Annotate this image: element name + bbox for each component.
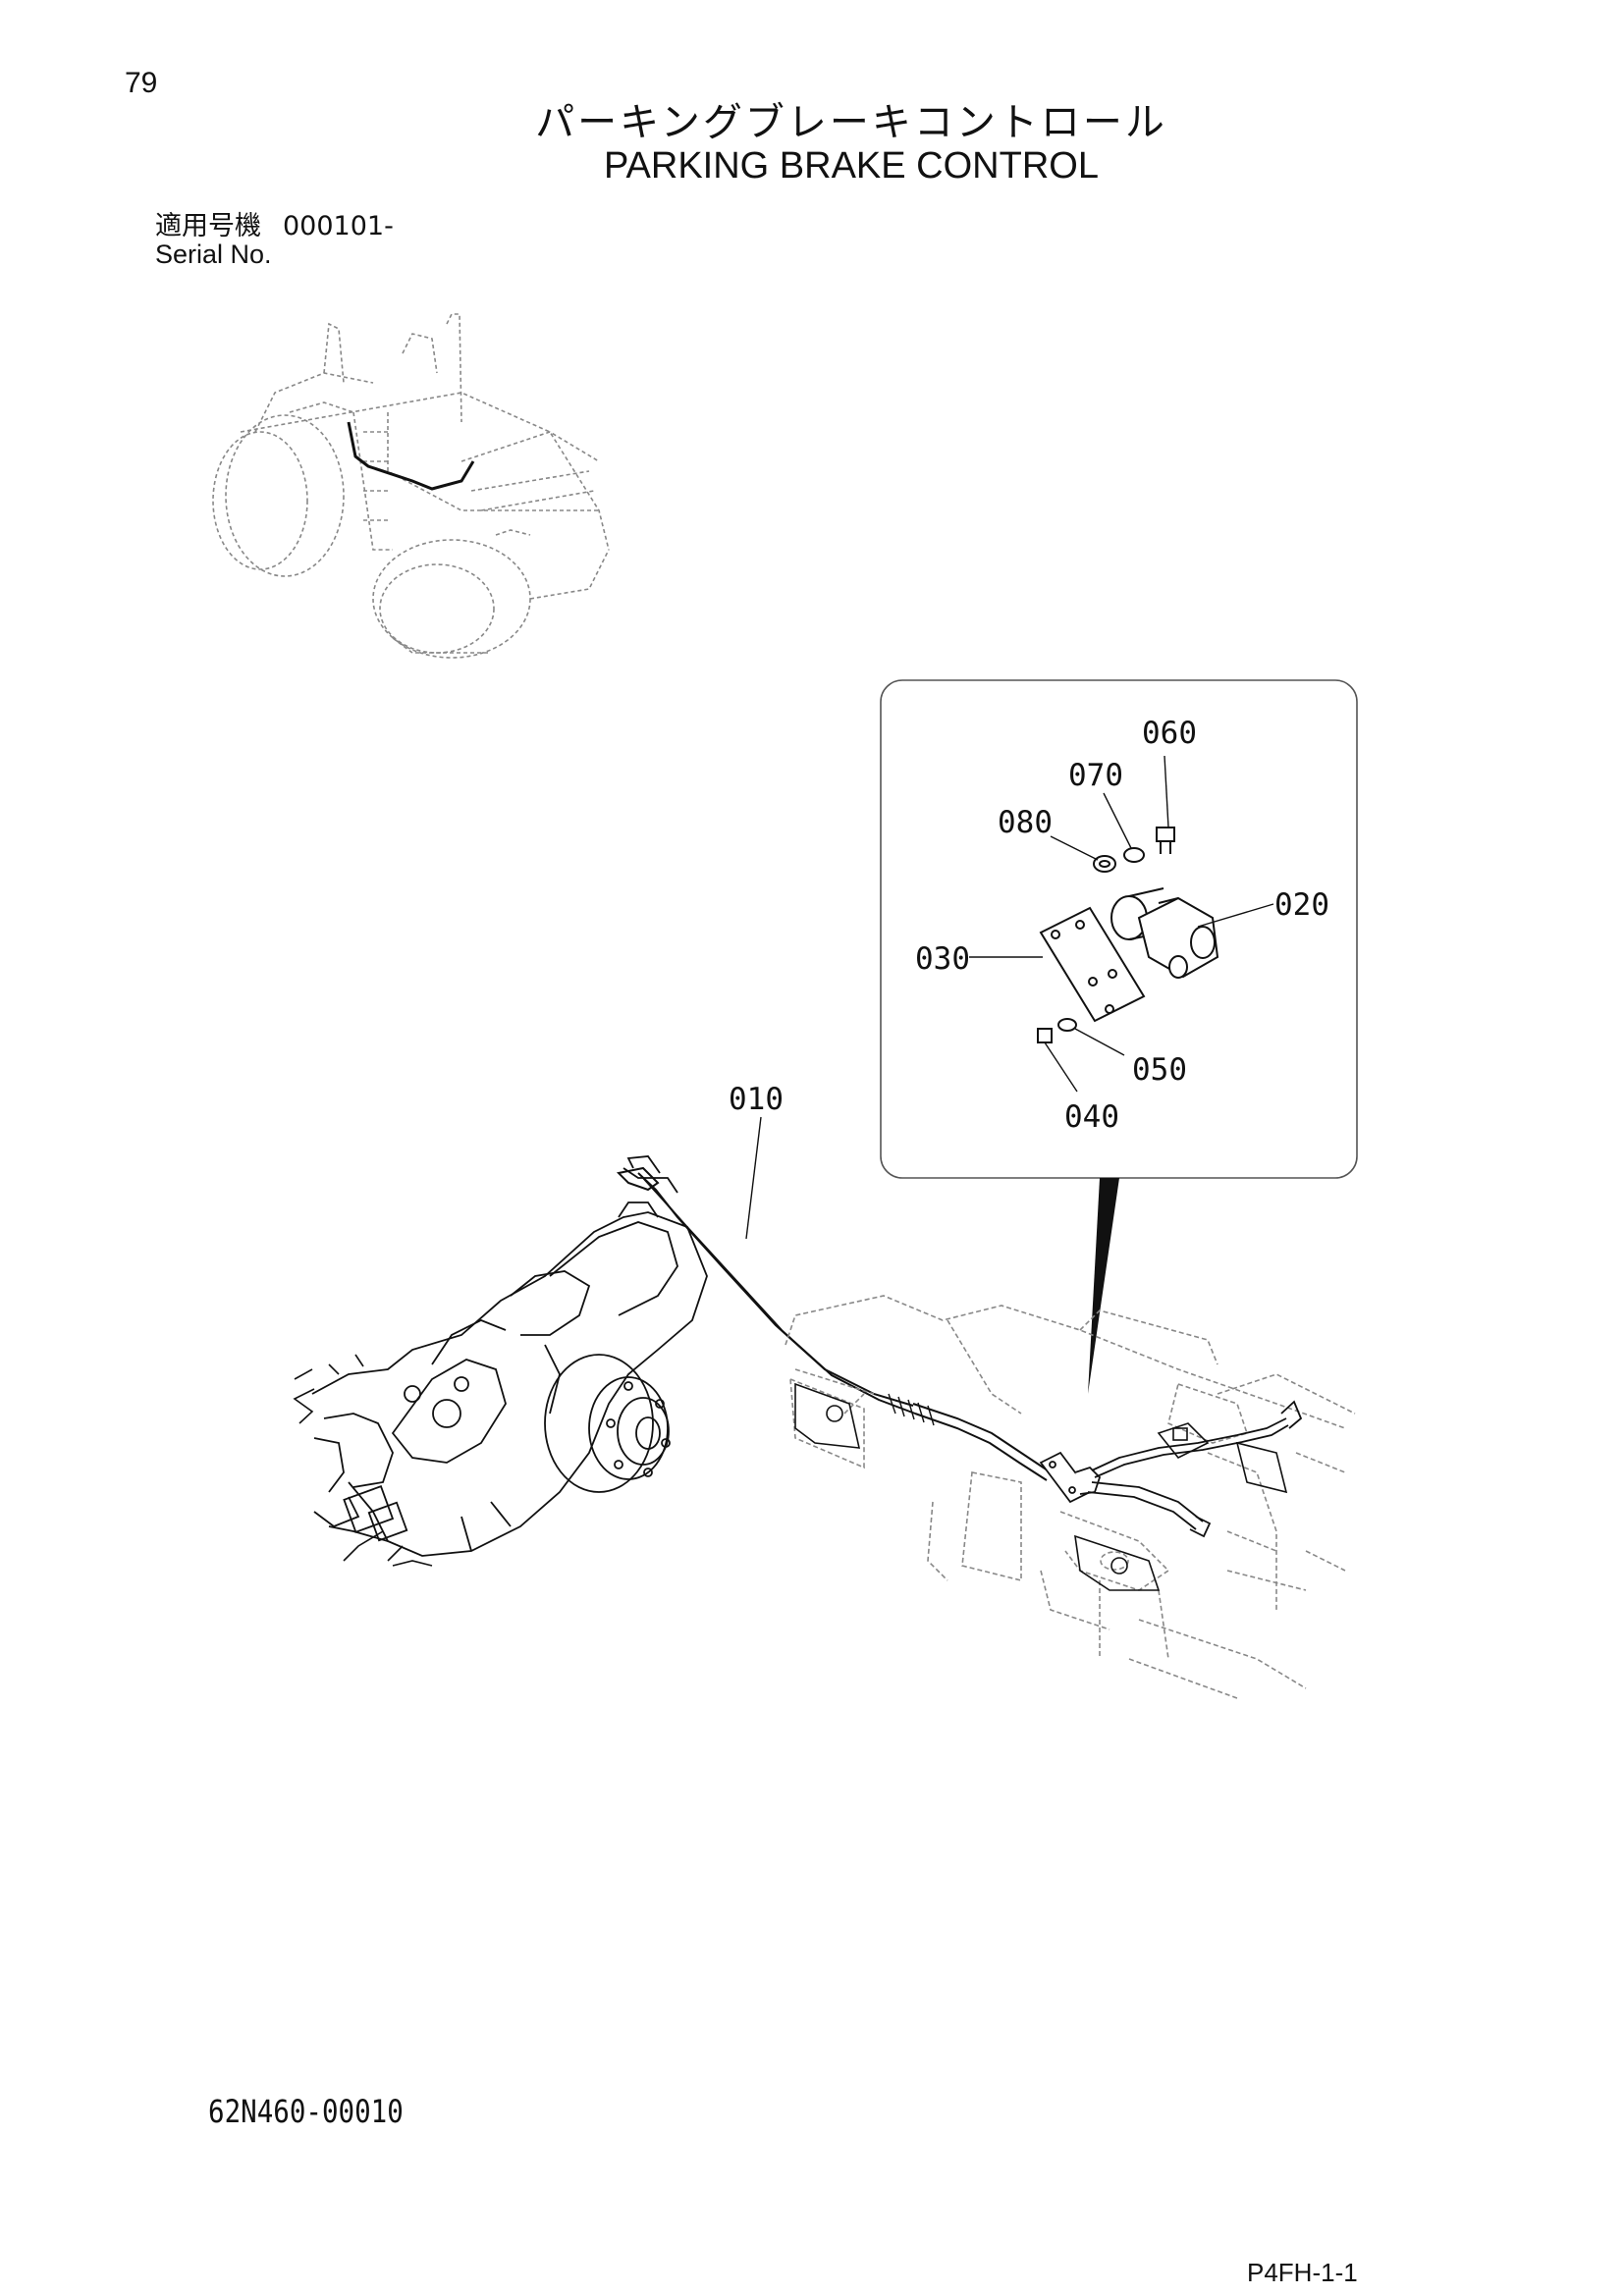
bolt-060 [1156,827,1175,854]
callout-010: 010 [729,1082,784,1117]
page-number: 79 [125,67,158,99]
callout-040: 040 [1064,1099,1119,1135]
bolt-040 [1037,1028,1053,1043]
vehicle-overview-illustration [212,313,610,659]
callout-050: 050 [1132,1052,1187,1088]
cable-threaded-end [888,1393,935,1426]
callout-020: 020 [1274,887,1329,923]
callout-080: 080 [998,805,1053,840]
callout-030: 030 [915,941,970,977]
chassis-frame [785,1295,1356,1699]
page-title-english: PARKING BRAKE CONTROL [604,145,1099,187]
drawing-number: 62N460-00010 [208,2093,404,2130]
installed-valve [1039,1451,1102,1504]
serial-label-english: Serial No. [155,240,272,269]
detail-view-box [880,679,1358,1394]
washer-070 [1123,847,1145,863]
mounting-brackets [794,1382,1288,1591]
serial-label-japanese: 適用号機 [155,211,261,241]
page-title-japanese: パーキングブレーキコントロール [535,100,1167,145]
solenoid-valve-assembly [1039,887,1219,1023]
callout-070: 070 [1068,758,1123,793]
brake-hoses [1087,1400,1303,1538]
harness-highlight [347,421,475,491]
callout-060: 060 [1142,716,1197,751]
parking-brake-cable [616,1166,1052,1481]
serial-applicability: 適用号機 000101- [155,204,415,242]
leader-lines [745,755,1274,1240]
axle-housing [293,1354,433,1567]
washer-080 [1093,855,1116,873]
serial-value: 000101- [283,211,394,241]
transmission-assembly [311,1155,708,1557]
page-code: P4FH-1-1 [1247,2258,1358,2287]
washer-050 [1057,1018,1077,1032]
